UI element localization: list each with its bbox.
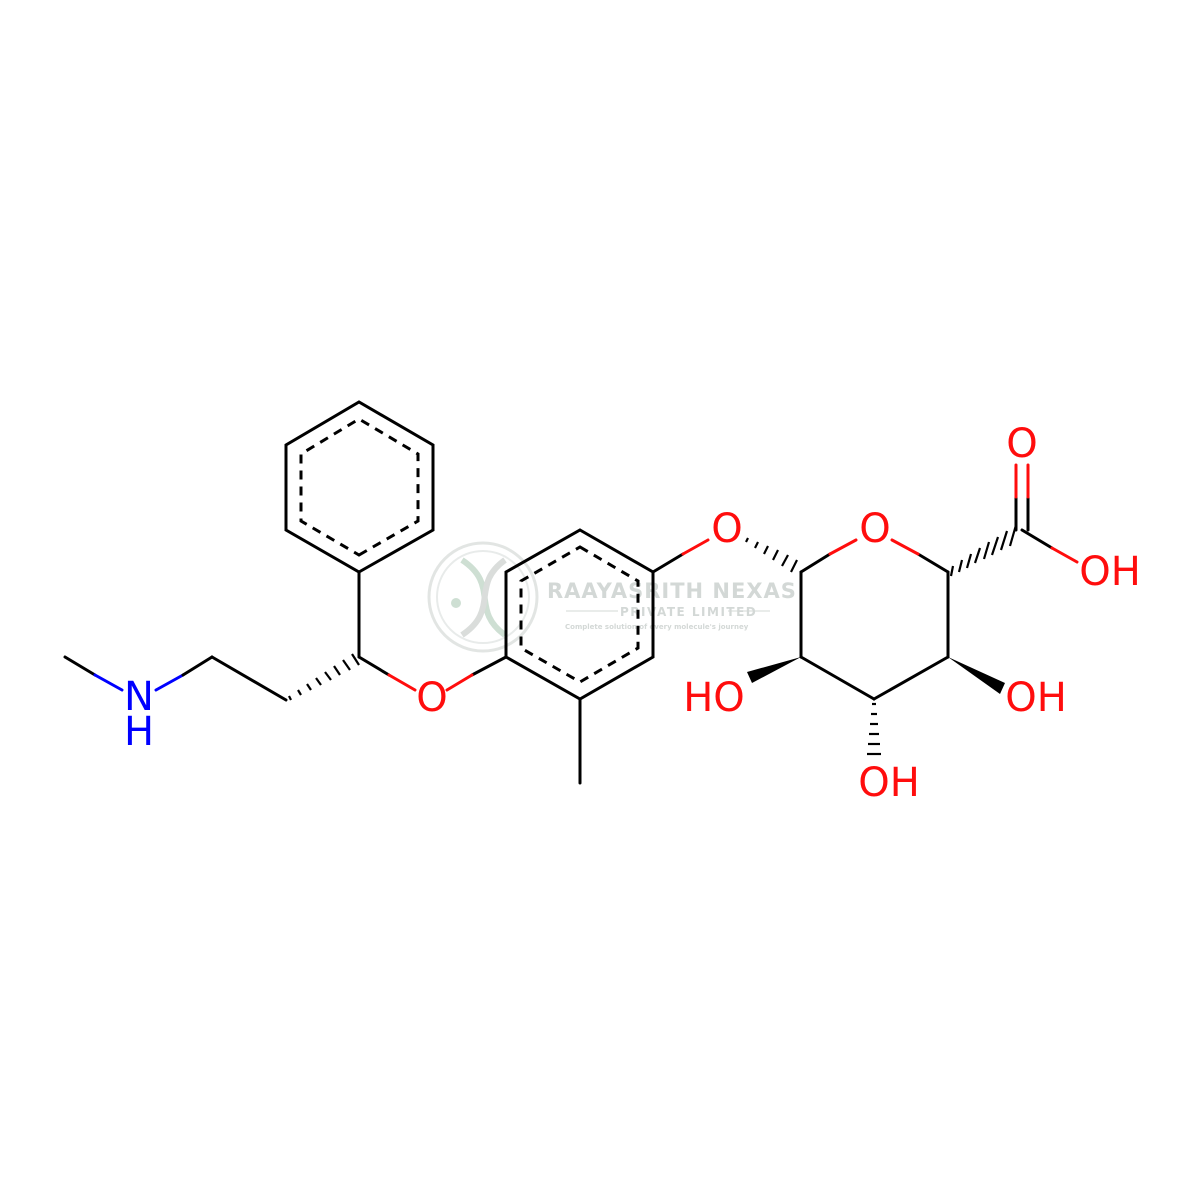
- atom-oh-right: OH: [1005, 675, 1067, 721]
- bond-ch-o: [357, 655, 391, 677]
- bond-aryl-o: [651, 552, 685, 574]
- atom-o-ring: O: [859, 506, 890, 552]
- bond-ch2-ch2: [210, 655, 288, 702]
- aryl-aromatic-dashes: [519, 545, 640, 684]
- watermark: RAAYASRITH NEXAS PRIVATE LIMITED Complet…: [427, 541, 797, 653]
- atom-oh-acid: OH: [1079, 549, 1141, 595]
- atom-oh-bottom: OH: [858, 760, 920, 806]
- aryl-ring: [504, 528, 655, 701]
- oxygen-bond-segments: [387, 463, 1079, 692]
- bond-ringo-c5: [916, 552, 950, 574]
- aromatic-dashes: [299, 417, 640, 684]
- atom-n-h: H: [124, 709, 154, 755]
- hash-wedge-c3-oh: [867, 702, 881, 756]
- wedge-c2-oh: [747, 657, 801, 683]
- watermark-title: RAAYASRITH NEXAS: [547, 579, 797, 603]
- solid-wedges: [747, 657, 1005, 694]
- phenyl-aromatic-dashes: [299, 417, 420, 557]
- watermark-subtitle: PRIVATE LIMITED: [620, 605, 757, 619]
- single-bonds: [210, 400, 1054, 785]
- bond-o-aryl: [470, 655, 508, 677]
- atom-labels: N H O O O O OH HO OH OH: [124, 421, 1141, 806]
- wedge-c4-oh: [948, 657, 1005, 694]
- atom-n: N: [124, 674, 154, 720]
- bond-c2-c3: [799, 655, 876, 701]
- watermark-tagline: Complete solution of every molecule's jo…: [565, 623, 749, 631]
- atom-o-ether-1: O: [416, 675, 447, 721]
- bond-acid-c-o: [1020, 528, 1054, 550]
- hash-wedge-anomeric: [745, 537, 798, 573]
- hash-wedge-ch: [288, 653, 360, 701]
- bond-c1-ringo: [799, 552, 832, 574]
- atom-o-carbonyl: O: [1006, 421, 1037, 467]
- dna-logo-icon: [427, 541, 539, 653]
- amine-bonds: [63, 655, 214, 692]
- atom-o-ether-2: O: [711, 506, 742, 552]
- hash-wedge-c5-acid: [949, 524, 1018, 577]
- hashed-wedges: [288, 524, 1018, 756]
- bond-c3-c4: [872, 655, 950, 701]
- atom-ho-left: HO: [683, 675, 745, 721]
- phenyl-ring: [284, 400, 435, 574]
